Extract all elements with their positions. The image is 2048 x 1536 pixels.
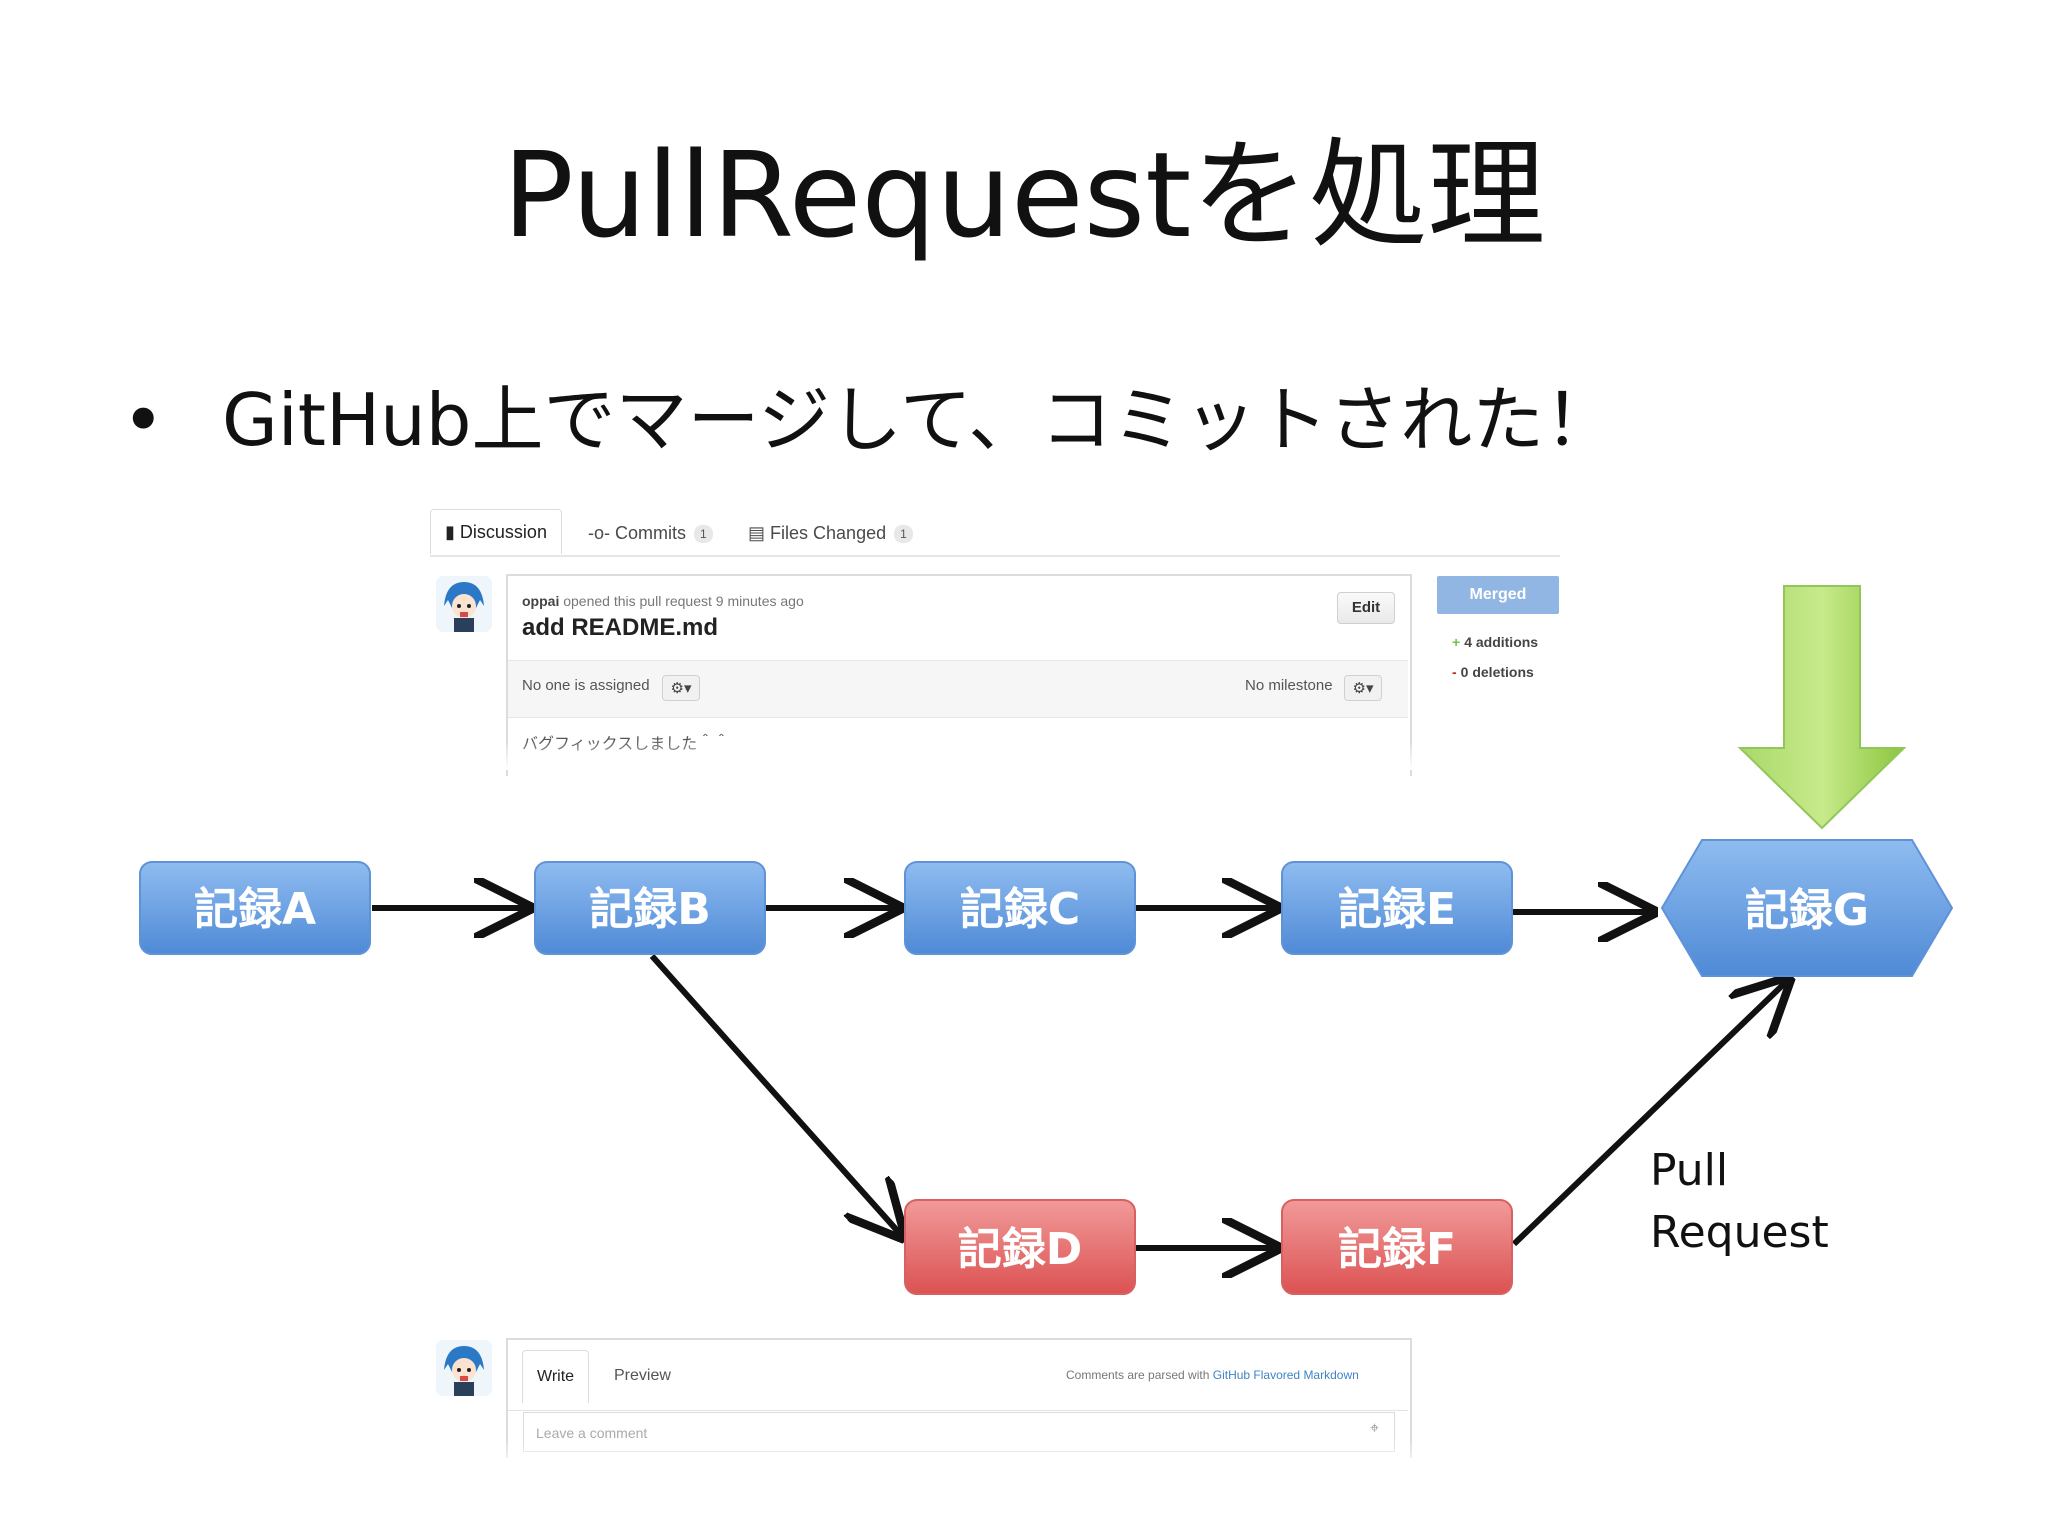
pull-request-label: Pull Request [1650, 1140, 1829, 1264]
assignee-gear-button[interactable]: ⚙▾ [662, 675, 700, 701]
node-a-label: 記録A [194, 884, 316, 935]
node-e-label: 記録E [1338, 884, 1456, 935]
down-arrow-icon [1737, 585, 1907, 830]
node-d: 記録D [904, 1199, 1136, 1295]
pull-request-line2: Request [1650, 1207, 1829, 1258]
edit-button[interactable]: Edit [1337, 592, 1395, 624]
tab-files-label: Files Changed [770, 523, 887, 543]
edge-b-d [649, 954, 902, 1236]
avatar-image [436, 576, 492, 632]
node-a: 記録A [139, 861, 371, 955]
plus-icon: + [1452, 634, 1461, 650]
pull-request-line1: Pull [1650, 1145, 1729, 1196]
bullet-text: GitHub上でマージして、コミットされた！ [222, 378, 1617, 462]
commits-icon: -o- [588, 523, 610, 543]
edges [372, 908, 1788, 1248]
node-c: 記録C [904, 861, 1136, 955]
minus-icon: - [1452, 664, 1457, 680]
screenshot-fade-bottom [480, 1440, 1440, 1470]
commits-count: 1 [694, 525, 713, 544]
pr-assign-bar [508, 660, 1408, 718]
node-e: 記録E [1281, 861, 1513, 955]
bullet-item: • GitHub上でマージして、コミットされた！ [122, 375, 1616, 465]
tab-commits[interactable]: -o- Commits 1 [588, 511, 713, 555]
composer-tabs [508, 1340, 1408, 1411]
tab-write[interactable]: Write [522, 1350, 590, 1403]
bullet-dot: • [122, 378, 165, 462]
pr-title: add README.md [522, 614, 719, 641]
pr-tabs: ▮ Discussion -o- Commits 1 ▤ Files Change… [430, 505, 1560, 557]
pr-meta: oppai opened this pull request 9 minutes… [522, 593, 804, 609]
resize-icon[interactable]: ⌖ [1370, 1418, 1380, 1437]
edge-f-g [1511, 980, 1788, 1247]
deletions-stat: -0 deletions [1452, 664, 1534, 680]
node-b: 記録B [534, 861, 766, 955]
files-icon: ▤ [748, 523, 766, 543]
merged-badge: Merged [1437, 576, 1559, 614]
milestone-gear-button[interactable]: ⚙▾ [1344, 675, 1382, 701]
avatar-image [436, 1340, 492, 1396]
tab-preview[interactable]: Preview [614, 1367, 671, 1384]
node-f: 記録F [1281, 1199, 1513, 1295]
avatar[interactable] [436, 576, 492, 632]
pr-author[interactable]: oppai [522, 593, 560, 609]
tab-discussion[interactable]: ▮ Discussion [430, 509, 562, 554]
node-d-label: 記録D [958, 1224, 1083, 1275]
gear-icon: ⚙▾ [670, 679, 692, 697]
slide-title: PullRequestを処理 [502, 126, 1546, 264]
additions-stat: +4 additions [1452, 634, 1538, 650]
additions-text: 4 additions [1464, 634, 1539, 650]
avatar-composer[interactable] [436, 1340, 492, 1396]
gear-icon: ⚙▾ [1352, 679, 1374, 697]
deletions-text: 0 deletions [1460, 664, 1534, 680]
screenshot-fade [480, 740, 1440, 770]
markdown-link[interactable]: GitHub Flavored Markdown [1212, 1368, 1359, 1382]
files-count: 1 [894, 525, 913, 544]
node-b-label: 記録B [589, 884, 711, 935]
node-g: 記録G [1660, 839, 1954, 977]
tab-files-changed[interactable]: ▤ Files Changed 1 [748, 511, 913, 555]
pr-meta-text: opened this pull request 9 minutes ago [563, 593, 804, 609]
markdown-hint-text: Comments are parsed with [1066, 1368, 1213, 1382]
discussion-icon: ▮ [445, 522, 455, 542]
node-f-label: 記録F [1338, 1224, 1456, 1275]
tab-commits-label: Commits [615, 523, 687, 543]
node-g-label: 記録G [1745, 885, 1869, 936]
tab-discussion-label: Discussion [459, 522, 547, 542]
milestone-text: No milestone [1245, 677, 1333, 694]
node-c-label: 記録C [960, 884, 1080, 935]
assignee-text: No one is assigned [522, 677, 650, 694]
markdown-hint: Comments are parsed with GitHub Flavored… [1066, 1368, 1359, 1382]
